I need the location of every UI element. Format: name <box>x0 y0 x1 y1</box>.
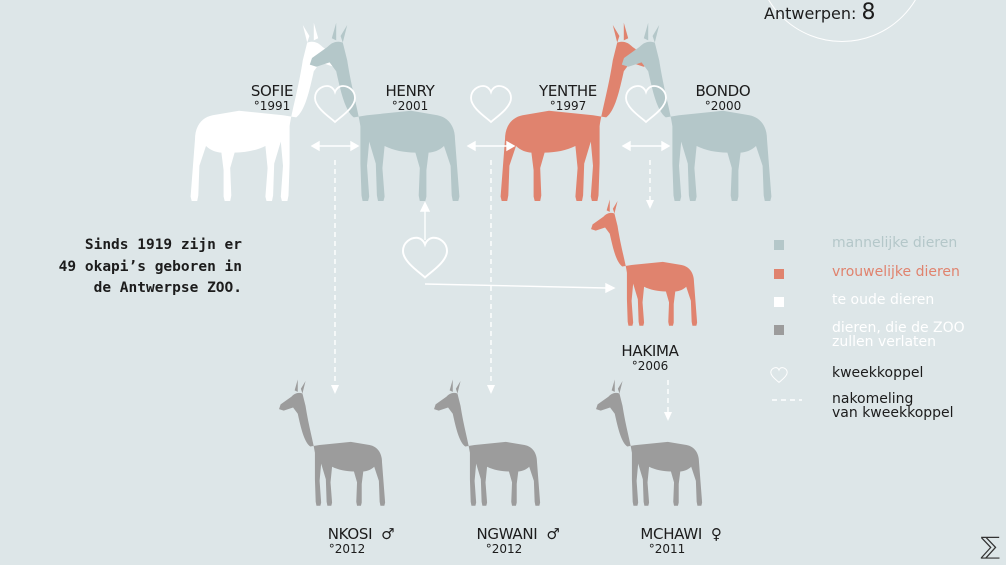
legend-leaving-line-1: dieren, die de ZOO <box>832 321 965 335</box>
okapi-ngwani <box>434 379 540 505</box>
label-bondo: BONDO °2000 <box>683 84 763 112</box>
year-nkosi: °2012 <box>306 543 388 556</box>
year-ngwani: °2012 <box>463 543 545 556</box>
year-mchawi: °2011 <box>626 543 708 556</box>
male-sex-icon: ♂ <box>546 525 559 543</box>
count-badge-label: Antwerpen: <box>764 4 856 23</box>
name-hakima: HAKIMA <box>610 344 690 360</box>
legend-male-swatch <box>774 240 784 250</box>
intro-text: Sinds 1919 zijn er 49 okapi’s geboren in… <box>0 235 242 300</box>
sigma-icon[interactable]: ⅀ <box>981 532 1000 560</box>
name-henry: HENRY <box>370 84 450 100</box>
year-bondo: °2000 <box>683 100 763 113</box>
year-henry: °2001 <box>370 100 450 113</box>
heart-icon <box>471 86 511 122</box>
heart-icon <box>403 238 447 278</box>
legend-leaving-swatch <box>774 325 784 335</box>
legend-too-old-label: te oude dieren <box>832 293 934 307</box>
female-sex-icon: ♀ <box>711 525 722 543</box>
intro-line-3: de Antwerpse ZOO. <box>0 278 242 300</box>
label-hakima: HAKIMA °2006 <box>610 344 690 372</box>
year-sofie: °1991 <box>232 100 312 113</box>
label-mchawi: MCHAWI ♀ °2011 <box>626 527 736 555</box>
pair-arrow-henry-yenthe <box>468 142 514 150</box>
label-yenthe: YENTHE °1997 <box>528 84 608 112</box>
label-nkosi: NKOSI ♂ °2012 <box>306 527 416 555</box>
name-bondo: BONDO <box>683 84 763 100</box>
okapi-nkosi <box>279 379 385 505</box>
dashed-line-icon <box>772 398 802 402</box>
pair-arrow-yenthe-bondo <box>623 142 669 150</box>
heart-icon <box>770 366 788 384</box>
year-yenthe: °1997 <box>528 100 608 113</box>
label-sofie: SOFIE °1991 <box>232 84 312 112</box>
legend-leaving-line-2: zullen verlaten <box>832 335 965 349</box>
label-ngwani: NGWANI ♂ °2012 <box>463 527 573 555</box>
name-ngwani: NGWANI <box>476 525 537 543</box>
legend-offspring-line-1: nakomeling <box>832 392 954 406</box>
label-henry: HENRY °2001 <box>370 84 450 112</box>
pair-arrow-sofie-henry <box>312 142 358 150</box>
legend-female-label: vrouwelijke dieren <box>832 265 960 279</box>
count-badge-value: 8 <box>862 0 876 25</box>
name-sofie: SOFIE <box>232 84 312 100</box>
name-yenthe: YENTHE <box>528 84 608 100</box>
okapi-mchawi <box>596 379 702 505</box>
okapi-hakima <box>591 199 697 325</box>
legend-female-swatch <box>774 269 784 279</box>
count-badge: Antwerpen: 8 <box>764 0 876 25</box>
year-hakima: °2006 <box>610 360 690 373</box>
intro-line-1: Sinds 1919 zijn er <box>0 235 242 257</box>
male-sex-icon: ♂ <box>381 525 394 543</box>
intro-line-2: 49 okapi’s geboren in <box>0 257 242 279</box>
legend-too-old-swatch <box>774 297 784 307</box>
pair-arrow-henry-hakima <box>421 203 614 292</box>
legend-pair-label: kweekkoppel <box>832 366 923 380</box>
legend-male-label: mannelijke dieren <box>832 236 957 250</box>
name-mchawi: MCHAWI <box>640 525 702 543</box>
name-nkosi: NKOSI <box>328 525 373 543</box>
legend-offspring-label: nakomeling van kweekkoppel <box>832 392 954 420</box>
legend-leaving-label: dieren, die de ZOO zullen verlaten <box>832 321 965 349</box>
legend-offspring-line-2: van kweekkoppel <box>832 406 954 420</box>
